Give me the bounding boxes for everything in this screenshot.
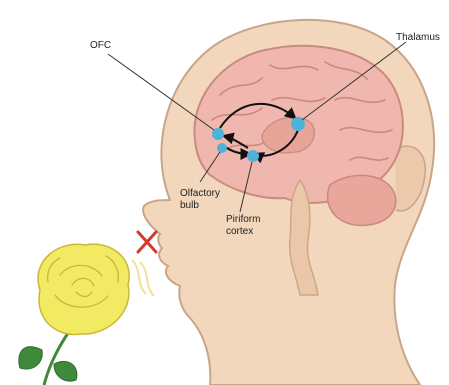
label-thalamus: Thalamus	[396, 32, 440, 43]
scent-wisps	[132, 260, 154, 296]
label-piriform-cortex-line2: cortex	[226, 226, 253, 237]
x-mark-icon	[138, 232, 156, 252]
leaf	[54, 361, 77, 381]
yellow-rose-icon	[19, 244, 129, 385]
label-piriform-cortex-line1: Piriform	[226, 214, 260, 225]
label-olfactory-bulb-line2: bulb	[180, 200, 199, 211]
olfactory-bulb-marker	[217, 143, 227, 153]
label-olfactory-bulb-line1: Olfactory	[180, 188, 220, 199]
cerebellum	[328, 175, 396, 225]
leaf	[19, 347, 42, 369]
label-ofc: OFC	[90, 40, 111, 51]
piriform-cortex-marker	[247, 150, 259, 162]
